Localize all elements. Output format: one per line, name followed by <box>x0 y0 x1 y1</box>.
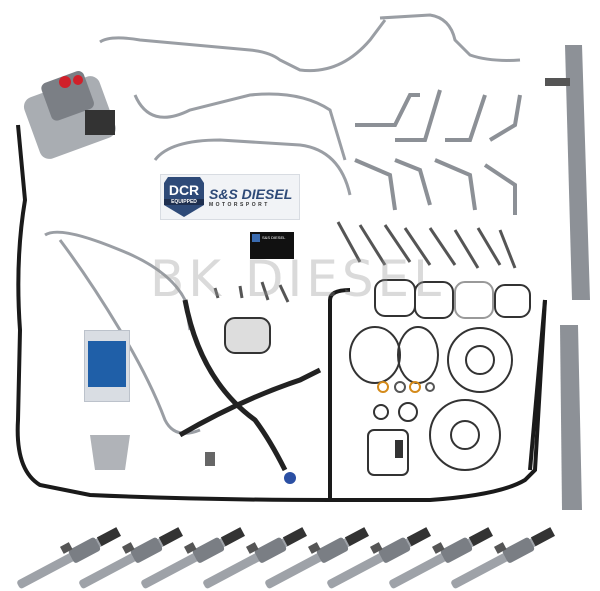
injector <box>327 527 432 589</box>
injector <box>141 527 246 589</box>
brand-text: S&S DIESEL <box>209 186 293 202</box>
blue-fitting <box>284 472 296 484</box>
fuel-line <box>44 230 192 331</box>
pressure-sensor <box>395 440 403 458</box>
bracket <box>90 435 130 470</box>
dcr-badge: DCR EQUIPPED <box>164 177 204 217</box>
dcr-ss-diesel-sticker: DCR EQUIPPED S&S DIESEL MOTORSPORT <box>160 174 300 220</box>
ss-diesel-logo: S&S DIESEL MOTORSPORT <box>209 186 292 208</box>
fuel-line <box>153 138 352 196</box>
info-card: S&S DIESEL <box>250 232 294 259</box>
gaskets <box>224 279 531 476</box>
brand-subtext: MOTORSPORT <box>209 202 270 208</box>
wiring-harness <box>15 124 547 502</box>
card-brand: S&S DIESEL <box>262 235 286 241</box>
return-hoses <box>178 299 322 472</box>
fuel-line <box>99 19 387 73</box>
high-pressure-pump <box>23 71 116 159</box>
bolts <box>213 221 517 303</box>
injector-lines <box>354 89 522 215</box>
card-logo-icon <box>252 234 260 242</box>
injector <box>17 527 122 589</box>
injector <box>79 527 184 589</box>
watermark: BK DIESEL <box>150 250 446 308</box>
injector <box>265 527 370 589</box>
fuel-line <box>379 13 521 62</box>
fuel-rail-long <box>545 45 590 300</box>
o-rings <box>377 381 435 393</box>
injectors <box>17 527 556 589</box>
injector <box>451 527 556 589</box>
fuel-rail-short <box>560 325 582 510</box>
fuel-line <box>133 92 347 161</box>
fuel-lines <box>44 13 521 435</box>
injector <box>203 527 308 589</box>
fuel-line <box>58 239 201 435</box>
badge-subtitle: EQUIPPED <box>164 199 204 205</box>
bag-label <box>88 341 126 387</box>
injector <box>389 527 494 589</box>
sensor <box>205 452 215 466</box>
badge-title: DCR <box>168 182 200 198</box>
hardware-bag <box>84 330 130 402</box>
